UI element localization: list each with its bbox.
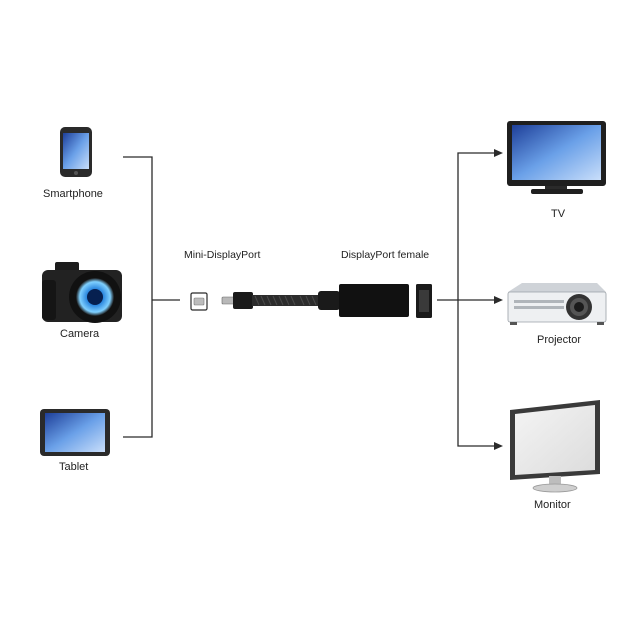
label-camera: Camera (60, 328, 100, 340)
target-connector-lines (437, 152, 495, 447)
smartphone-icon (60, 127, 92, 177)
displayport-female-port (416, 284, 432, 318)
arrow-heads (494, 149, 503, 450)
projector-icon (507, 283, 607, 325)
label-projector: Projector (537, 334, 582, 346)
source-connector-lines (123, 156, 180, 438)
label-smartphone: Smartphone (43, 188, 103, 200)
tablet-icon (40, 409, 110, 456)
adapter-cable (221, 284, 409, 317)
label-mini-displayport: Mini-DisplayPort (184, 249, 261, 261)
label-tv: TV (551, 208, 566, 220)
tv-icon (507, 121, 606, 194)
mini-displayport-plug (190, 292, 208, 311)
camera-icon (42, 262, 122, 323)
label-tablet: Tablet (59, 461, 89, 473)
label-displayport-female: DisplayPort female (341, 249, 430, 261)
label-monitor: Monitor (534, 499, 571, 511)
monitor-icon (510, 400, 600, 493)
